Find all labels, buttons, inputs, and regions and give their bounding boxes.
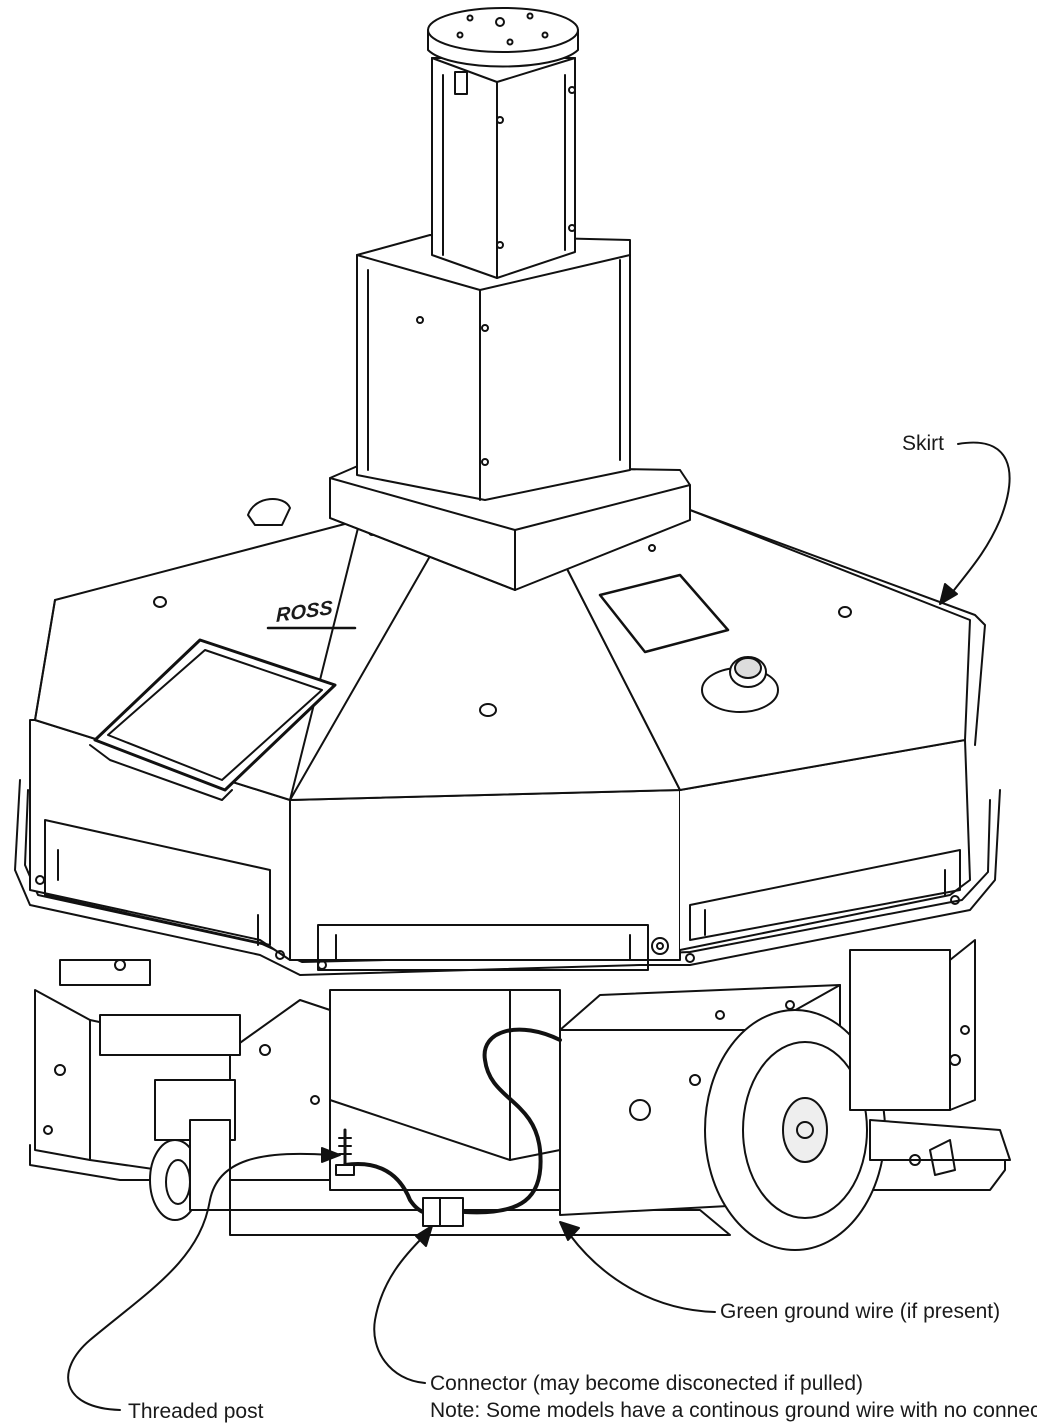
ground-wire-leader bbox=[569, 1234, 716, 1313]
top-plate bbox=[427, 7, 579, 68]
ground-wire-label: Green ground wire (if present) bbox=[720, 1300, 1001, 1323]
connector-leader bbox=[373, 1234, 426, 1384]
connector-note: Note: Some models have a continous groun… bbox=[430, 1399, 1037, 1422]
skirt-leader bbox=[947, 441, 1011, 599]
left-caster-assembly bbox=[34, 959, 331, 1221]
connector-label: Connector (may become disconected if pul… bbox=[430, 1372, 864, 1395]
threaded-post bbox=[335, 1128, 355, 1176]
mast-middle bbox=[356, 234, 631, 501]
threaded-post-label: Threaded post bbox=[128, 1400, 264, 1423]
threaded-post-leader bbox=[67, 1152, 331, 1411]
mast-collar bbox=[329, 464, 691, 591]
callout-leaders bbox=[67, 441, 1011, 1411]
skirt-label: Skirt bbox=[902, 432, 944, 455]
drive-wheel-assembly bbox=[559, 939, 1011, 1251]
ground-wire bbox=[343, 1027, 562, 1227]
mast-upper bbox=[431, 57, 576, 279]
main-housing bbox=[29, 497, 986, 971]
connector-icon bbox=[422, 1197, 464, 1227]
